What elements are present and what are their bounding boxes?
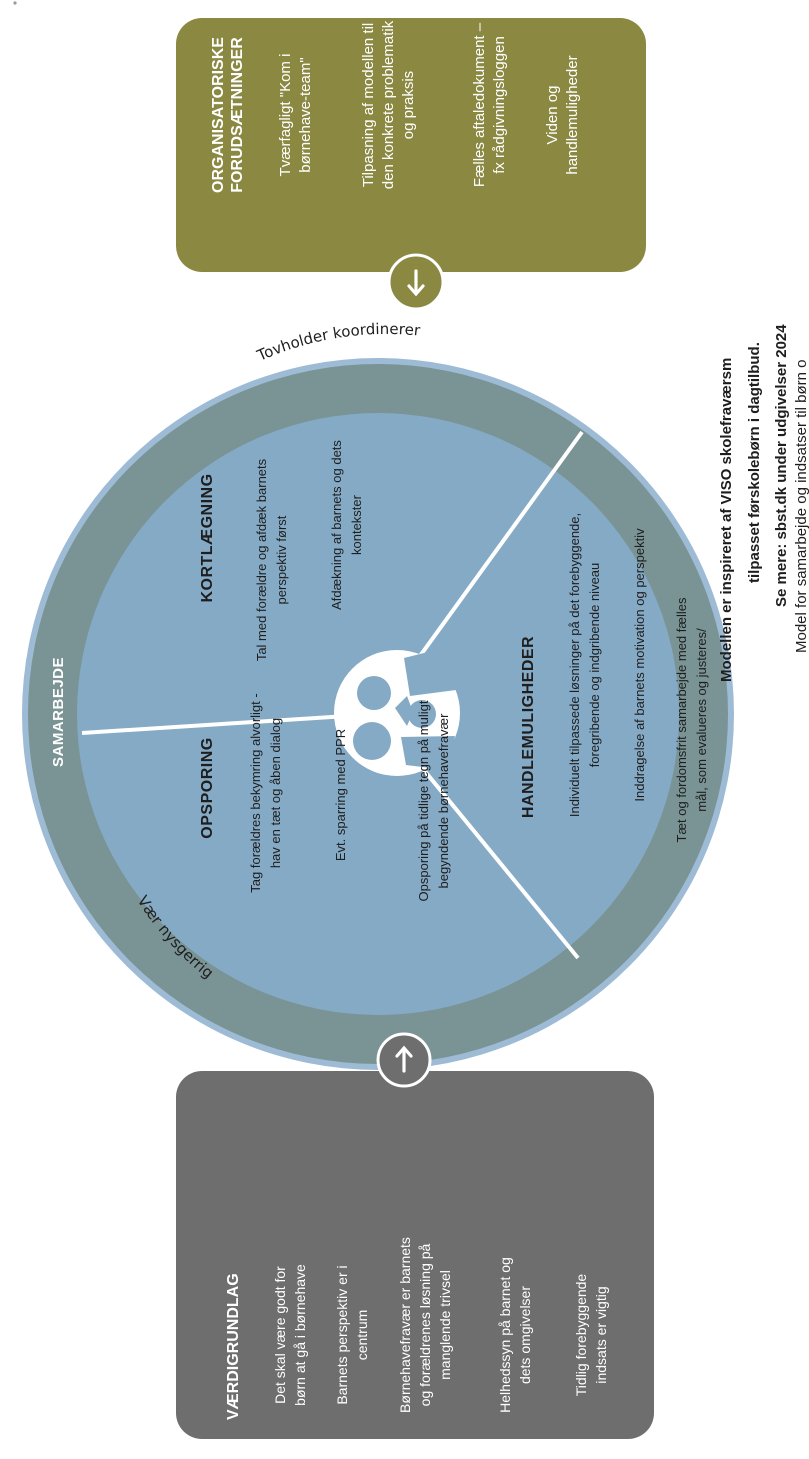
footer-line-1: Modellen er inspireret af VISO skolefrav… — [718, 357, 735, 682]
footer-line-4: Model for samarbejde og indsatser til bø… — [793, 359, 809, 653]
handlemuligheder-item-3: Tæt og fordomsfrit samarbejde med fælles… — [674, 597, 709, 843]
ring-label-tovholder: Tovholder koordinerer — [253, 320, 421, 365]
kortlaegning-title: KORTLÆGNING — [199, 473, 216, 603]
handlemuligheder-item-2: Inddragelse af barnets motivation og per… — [632, 528, 647, 802]
family-icon — [353, 648, 456, 770]
organisatoriske-box — [176, 18, 646, 272]
vaerdigrundlag-item-5: Tidlig forebyggende indsats er vigtig — [573, 1273, 609, 1397]
opsporing-title: OPSPORING — [199, 737, 216, 839]
vaerdigrundlag-title: VÆRDIGRUNDLAG — [225, 1273, 242, 1420]
arrow-up-icon — [395, 1045, 413, 1073]
divider-top-left — [81, 712, 379, 735]
footer-line-3: Se mere: sbst.dk under udgivelser 2024 — [773, 324, 790, 607]
organisatoriske-item-2: Tilpasning af modellen til den konkrete … — [360, 20, 417, 190]
footer-line-2: tilpasset førskolebørn i dagtilbud. — [746, 342, 763, 583]
ring-label-samarbejde: SAMARBEJDE — [50, 657, 67, 767]
opsporing-item-2: Evt. sparring med PPR — [333, 728, 348, 862]
kortlaegning-item-2: Afdækning af barnets og dets kontekster — [329, 440, 364, 610]
kortlaegning-item-1: Tal med forældre og afdæk barnets perspe… — [254, 458, 289, 662]
vaerdigrundlag-item-2: Barnets perspektiv er i centrum — [334, 1265, 370, 1405]
organisatoriske-item-3: Fælles aftaledokument – fx rådgivningslo… — [471, 22, 508, 188]
organisatoriske-title: ORGANISATORISKE FORUDSÆTNINGER — [210, 37, 246, 193]
opsporing-item-1: Tag forældres bekymring alvorligt - hav … — [248, 693, 283, 893]
handlemuligheder-title: HANDLEMULIGHEDER — [520, 635, 537, 819]
handlemuligheder-item-1: Individuelt tilpassede løsninger på det … — [567, 512, 602, 818]
organisatoriske-item-4: Viden og handlemuligheder — [544, 55, 581, 175]
organisatoriske-item-1: Tværfagligt "Kom i børnehave-team" — [277, 53, 314, 177]
corner-dot — [13, 1, 17, 5]
vaerdigrundlag-item-1: Det skal være godt for børn at gå i børn… — [272, 1264, 308, 1406]
vaerdigrundlag-item-4: Helhedssyn på barnet og dets omgivelser — [497, 1257, 533, 1413]
arrow-down-icon — [407, 269, 425, 297]
opsporing-item-3: Opsporing på tidlige tegn på muligt begy… — [416, 700, 451, 902]
vaerdigrundlag-box — [176, 1071, 654, 1439]
vaerdigrundlag-item-3: Børnehavefravær er barnets og forældrene… — [397, 1237, 453, 1413]
